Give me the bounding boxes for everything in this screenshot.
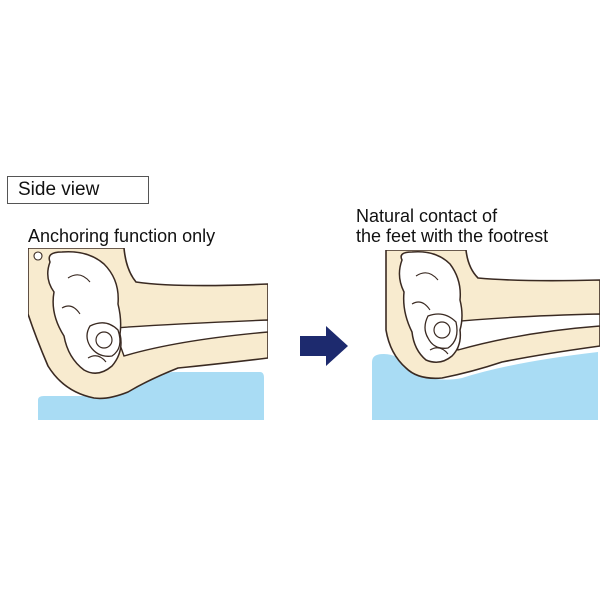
arrow-right-icon	[300, 326, 348, 366]
right-joint	[433, 321, 451, 339]
view-label: Side view	[7, 176, 149, 204]
right-caption: Natural contact of the feet with the foo…	[356, 206, 548, 246]
right-cushion	[372, 352, 598, 420]
right-caption-line-1: Natural contact of	[356, 206, 498, 226]
left-bone-detail	[61, 274, 107, 363]
right-metatarsal-bone	[449, 313, 600, 351]
transition-arrow	[300, 326, 350, 366]
left-caption: Anchoring function only	[28, 226, 216, 246]
left-foot-illustration	[28, 248, 268, 420]
left-metatarsal-bone	[113, 319, 268, 357]
left-joint	[95, 331, 113, 349]
right-bone-detail	[411, 272, 449, 355]
right-caption-line-2: the feet with the footrest	[356, 226, 549, 246]
left-ankle-mark	[33, 251, 43, 261]
right-foot-illustration	[372, 250, 600, 420]
left-cushion	[38, 372, 264, 420]
